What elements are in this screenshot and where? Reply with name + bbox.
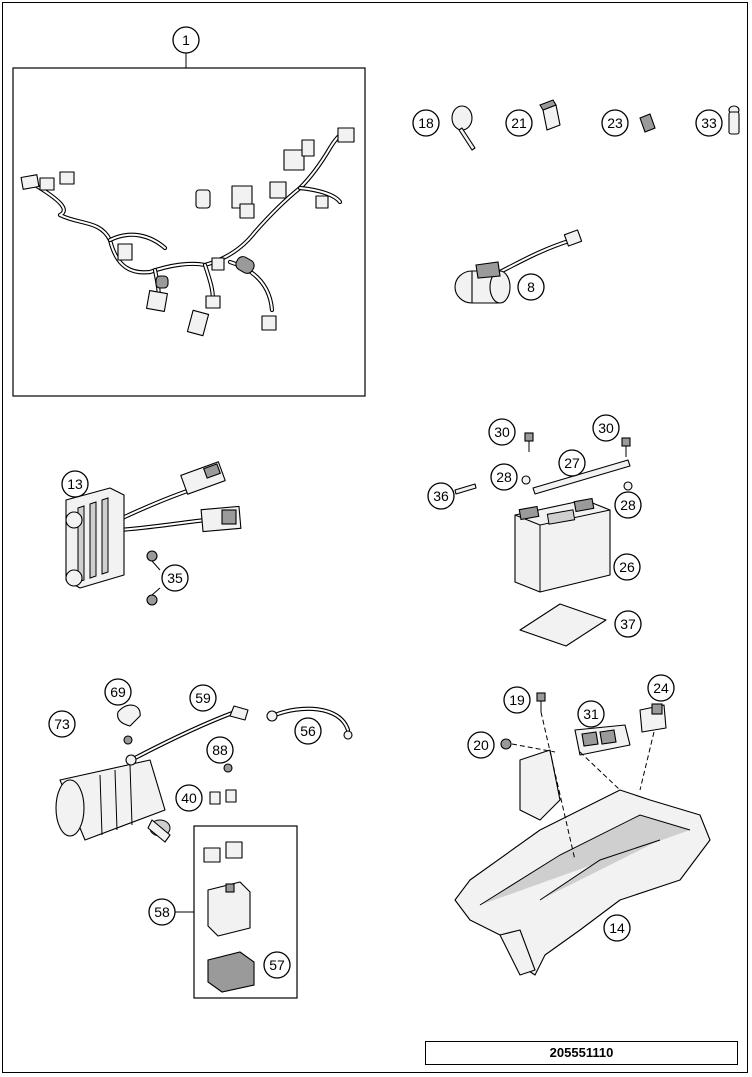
callout-40: 40 [175,784,203,812]
fuses [209,789,237,805]
callout-13: 13 [61,470,89,498]
callout-14: 14 [603,914,631,942]
callout-21: 21 [505,109,533,137]
callout-58: 58 [148,898,176,926]
svg-text:57: 57 [269,957,285,973]
callout-1: 1 [172,26,200,54]
svg-text:40: 40 [181,790,197,806]
svg-text:24: 24 [653,680,669,696]
svg-text:69: 69 [110,684,126,700]
svg-text:59: 59 [195,690,211,706]
svg-text:26: 26 [619,559,635,575]
svg-text:23: 23 [607,115,623,131]
callout-57: 57 [263,951,291,979]
svg-text:35: 35 [167,570,183,586]
wiring-harness-box [12,67,366,397]
battery-holder [454,692,711,976]
svg-text:37: 37 [620,616,636,632]
svg-text:18: 18 [418,115,434,131]
callout-30a: 30 [488,418,516,446]
callout-19: 19 [503,686,531,714]
callout-18: 18 [412,109,440,137]
drawing-number: 205551110 [425,1041,738,1065]
svg-text:8: 8 [527,279,535,295]
nut [123,735,133,745]
starter-cable [125,705,249,766]
connector-cap [539,99,561,131]
cable-tie [451,105,476,151]
clip [639,113,656,133]
svg-text:14: 14 [609,920,625,936]
callout-35: 35 [161,564,189,592]
svg-text:13: 13 [67,476,83,492]
callout-73: 73 [48,710,76,738]
callout-28b: 28 [614,491,642,519]
svg-text:30: 30 [598,420,614,436]
voltage-regulator [65,461,242,589]
svg-text:1: 1 [182,32,190,48]
svg-text:33: 33 [701,115,717,131]
horn-sensor [454,229,583,304]
battery-group [454,432,633,647]
svg-text:88: 88 [212,742,228,758]
svg-text:36: 36 [433,488,449,504]
terminal-cap [117,704,141,727]
starter-motor [55,759,171,843]
callout-8: 8 [517,273,545,301]
wiring-harness [20,127,355,337]
svg-text:56: 56 [300,723,316,739]
svg-text:21: 21 [511,115,527,131]
svg-text:20: 20 [473,737,489,753]
svg-text:19: 19 [509,692,525,708]
callout-24: 24 [647,674,675,702]
svg-text:31: 31 [583,706,599,722]
callout-30b: 30 [592,414,620,442]
svg-text:73: 73 [54,716,70,732]
callout-69: 69 [104,678,132,706]
regulator-screws [146,550,161,606]
callout-37: 37 [614,610,642,638]
callout-59: 59 [189,684,217,712]
callout-31: 31 [577,700,605,728]
callout-28a: 28 [490,463,518,491]
callout-56: 56 [294,717,322,745]
plug [728,105,740,135]
svg-text:30: 30 [494,424,510,440]
callout-23: 23 [601,109,629,137]
callout-88: 88 [206,736,234,764]
callout-33: 33 [695,109,723,137]
callout-20: 20 [467,731,495,759]
svg-text:28: 28 [620,497,636,513]
starter-relay-box [174,825,298,999]
svg-text:27: 27 [564,455,580,471]
callout-27: 27 [558,449,586,477]
svg-text:58: 58 [154,904,170,920]
callout-26: 26 [613,553,641,581]
callout-36: 36 [427,482,455,510]
svg-text:28: 28 [496,469,512,485]
ground-cable [266,706,353,740]
wiring-harness-group [12,52,366,397]
fuse-cap [223,763,233,773]
